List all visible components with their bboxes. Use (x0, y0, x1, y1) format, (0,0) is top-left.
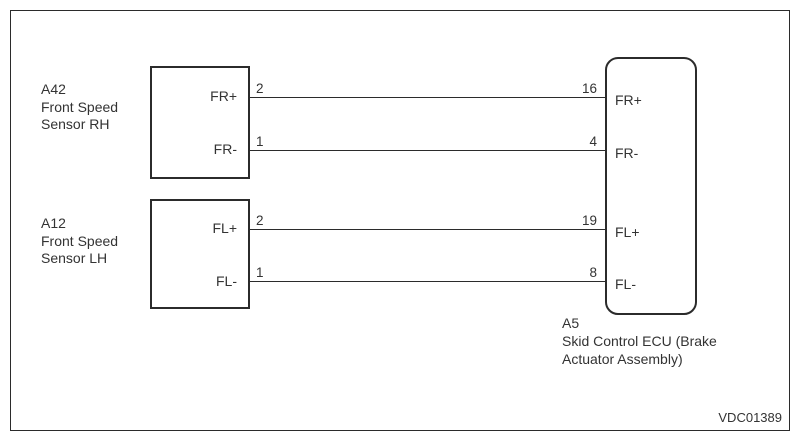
pin-number-ecu-frminus: 4 (589, 134, 597, 149)
sensor-lh-connector-box (150, 199, 250, 309)
sensor-lh-name-line2: Sensor LH (41, 250, 108, 266)
sensor-lh-label: A12 Front Speed Sensor LH (41, 215, 118, 268)
ecu-connector-box (605, 57, 697, 315)
ecu-terminal-flminus: FL- (615, 276, 636, 292)
pin-number-ecu-frplus: 16 (581, 81, 597, 96)
sensor-lh-name-line1: Front Speed (41, 232, 119, 249)
ecu-label: A5 Skid Control ECU (Brake Actuator Asse… (562, 314, 717, 368)
sensor-rh-name-line2: Sensor RH (41, 116, 110, 132)
wire-fl-minus (250, 281, 605, 282)
pin-number-sensor-rh-frminus: 1 (256, 134, 264, 149)
wire-fr-plus (250, 97, 605, 98)
ecu-terminal-flplus: FL+ (615, 224, 640, 240)
ecu-terminal-frplus: FR+ (615, 92, 642, 108)
sensor-lh-terminal-flminus: FL- (216, 273, 237, 289)
wire-fl-plus (250, 229, 605, 230)
wire-fr-minus (250, 150, 605, 151)
sensor-rh-code: A42 (41, 81, 66, 97)
ecu-code: A5 (562, 315, 580, 331)
diagram-border (10, 10, 790, 431)
pin-number-sensor-rh-frplus: 2 (256, 81, 264, 96)
diagram-code: VDC01389 (718, 410, 782, 425)
pin-number-ecu-flminus: 8 (589, 265, 597, 280)
pin-number-ecu-flplus: 19 (581, 213, 597, 228)
ecu-name-line1: Skid Control ECU (Brake (562, 333, 717, 349)
sensor-rh-name-line1: Front Speed (41, 98, 119, 115)
sensor-rh-connector-box (150, 66, 250, 179)
ecu-terminal-frminus: FR- (615, 145, 639, 161)
sensor-rh-terminal-frplus: FR+ (210, 88, 237, 104)
sensor-rh-label: A42 Front Speed Sensor RH (41, 81, 118, 134)
pin-number-sensor-lh-flminus: 1 (256, 265, 264, 280)
pin-number-sensor-lh-flplus: 2 (256, 213, 264, 228)
ecu-name-line2: Actuator Assembly) (562, 351, 683, 367)
sensor-lh-terminal-flplus: FL+ (212, 220, 237, 236)
sensor-rh-terminal-frminus: FR- (213, 141, 237, 157)
sensor-lh-code: A12 (41, 215, 66, 231)
